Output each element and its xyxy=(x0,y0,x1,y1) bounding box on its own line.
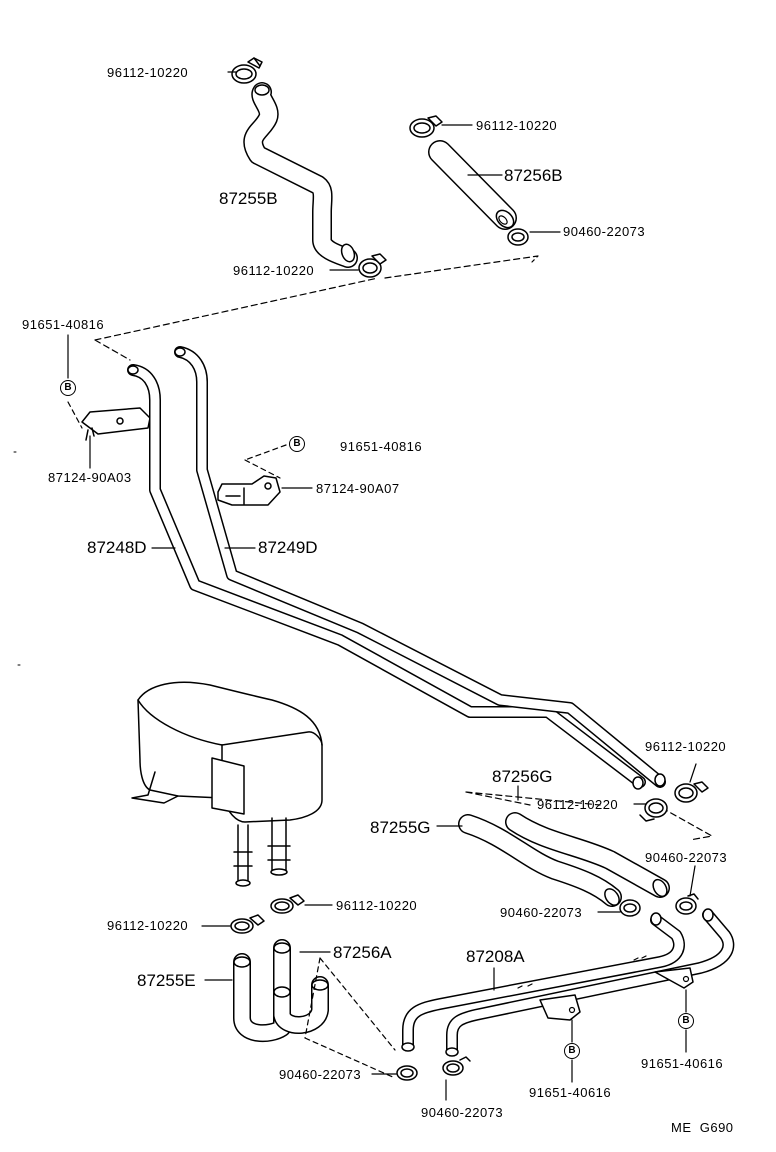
label-hose-87255g: 87255G xyxy=(370,818,431,837)
pipe-87208a-drawing xyxy=(401,908,735,1057)
bolt-left-b-mark: B xyxy=(60,380,76,396)
label-bolt-bottom: 91651-40616 xyxy=(529,1085,612,1100)
label-pipe-87248d: 87248D xyxy=(87,538,147,557)
clamp-90460-bottom-mid-drawing xyxy=(442,1056,471,1076)
bracket-left-drawing xyxy=(81,407,151,441)
clamp-90460-right-drawing xyxy=(675,893,699,915)
hose-87255e-drawing xyxy=(233,939,329,1043)
bracket-mid-drawing xyxy=(217,475,281,506)
bolt-bottom-b-mark: B xyxy=(564,1043,580,1059)
label-hose-87256a: 87256A xyxy=(333,943,392,962)
label-bracket-left: 87124-90A03 xyxy=(48,470,132,485)
label-clamp-top-right: 96112-10220 xyxy=(476,118,558,133)
bolt-mid-b-mark: B xyxy=(289,436,305,452)
footer-code: ME G690 xyxy=(671,1120,734,1135)
label-clamp-heater-right: 96112-10220 xyxy=(336,898,418,913)
heater-unit-drawing xyxy=(131,681,323,887)
clamp-90460-top-drawing xyxy=(507,228,529,246)
label-pipe-87249d: 87249D xyxy=(258,538,318,557)
clamp-top-left-drawing xyxy=(231,57,263,84)
label-hose-87255b: 87255B xyxy=(219,189,278,208)
clamp-heater-right-drawing xyxy=(270,894,305,914)
hose-87255g-drawing xyxy=(458,814,622,907)
label-pipe-87208a: 87208A xyxy=(466,947,525,966)
clamp-90460-bottom-left-drawing xyxy=(396,1065,418,1081)
clamp-right-1-drawing xyxy=(674,781,709,803)
label-bolt-right: 91651-40616 xyxy=(641,1056,724,1071)
label-bolt-mid: 91651-40816 xyxy=(340,439,423,454)
label-clamp-90460-mid: 90460-22073 xyxy=(500,905,583,920)
label-hose-87256b: 87256B xyxy=(504,166,563,185)
label-hose-87255e: 87255E xyxy=(137,971,196,990)
label-hose-87256g: 87256G xyxy=(492,767,553,786)
label-clamp-90460-right: 90460-22073 xyxy=(645,850,728,865)
bolt-right-b-mark: B xyxy=(678,1013,694,1029)
hose-87256b-drawing xyxy=(428,140,517,230)
pipes-87248d-87249d-drawing xyxy=(127,346,666,790)
hose-87255b-drawing xyxy=(243,82,358,268)
hose-87256g-drawing xyxy=(505,812,670,898)
label-clamp-90460-bottom-mid: 90460-22073 xyxy=(421,1105,504,1120)
label-clamp-90460-bottom-left: 90460-22073 xyxy=(279,1067,362,1082)
label-bolt-left: 91651-40816 xyxy=(22,317,105,332)
clamp-mid-left-drawing xyxy=(358,253,387,278)
label-clamp-90460-top: 90460-22073 xyxy=(563,224,646,239)
clamp-top-right-drawing xyxy=(409,115,443,138)
label-bracket-mid: 87124-90A07 xyxy=(316,481,400,496)
clamp-heater-left-drawing xyxy=(230,914,265,934)
label-clamp-mid-left: 96112-10220 xyxy=(233,263,315,278)
clamp-90460-mid-drawing xyxy=(619,899,641,917)
label-clamp-top-left: 96112-10220 xyxy=(107,65,189,80)
label-clamp-heater-left: 96112-10220 xyxy=(107,918,189,933)
label-clamp-right-1: 96112-10220 xyxy=(645,739,727,754)
label-clamp-right-2: 96112-10220 xyxy=(537,797,619,812)
clamp-right-2-drawing xyxy=(639,798,668,822)
